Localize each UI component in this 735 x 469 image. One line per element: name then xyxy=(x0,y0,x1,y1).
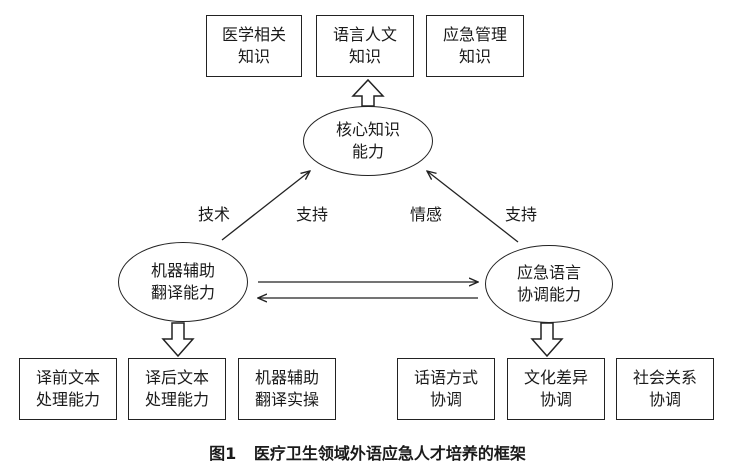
node-line1: 核心知识 xyxy=(335,120,400,139)
box-line2: 知识 xyxy=(458,47,491,66)
label-emotion: 情感 xyxy=(410,205,443,224)
label-support-right: 支持 xyxy=(505,205,538,224)
box-emergency-management-knowledge: 应急管理 知识 xyxy=(426,15,524,77)
hollow-arrow-down-left xyxy=(161,322,195,358)
box-line2: 协调 xyxy=(429,390,462,409)
box-line1: 机器辅助 xyxy=(254,368,319,387)
arrow-right-to-core xyxy=(427,171,519,243)
box-discourse-coordination: 话语方式 协调 xyxy=(397,358,495,420)
node-emergency-language-coordination: 应急语言 协调能力 xyxy=(485,245,613,323)
box-line1: 语言人文 xyxy=(332,25,397,44)
box-line1: 文化差异 xyxy=(523,368,588,387)
box-medical-knowledge: 医学相关 知识 xyxy=(206,15,302,77)
figure-caption: 图1 医疗卫生领域外语应急人才培养的框架 xyxy=(0,440,735,464)
node-line2: 协调能力 xyxy=(516,285,581,304)
box-line1: 应急管理 xyxy=(442,25,507,44)
box-line1: 译后文本 xyxy=(144,368,209,387)
box-line2: 知识 xyxy=(348,47,381,66)
node-line1: 机器辅助 xyxy=(150,261,215,280)
box-social-relation-coordination: 社会关系 协调 xyxy=(616,358,714,420)
node-machine-assisted-translation: 机器辅助 翻译能力 xyxy=(118,242,248,322)
label-support-left: 支持 xyxy=(296,205,329,224)
hollow-arrow-up xyxy=(351,78,385,107)
box-line2: 协调 xyxy=(648,390,681,409)
box-line1: 话语方式 xyxy=(413,368,478,387)
figure-title: 医疗卫生领域外语应急人才培养的框架 xyxy=(253,444,526,463)
node-line2: 能力 xyxy=(351,142,384,161)
node-line2: 翻译能力 xyxy=(150,283,215,302)
box-pre-translation: 译前文本 处理能力 xyxy=(19,358,117,420)
box-line2: 处理能力 xyxy=(35,390,100,409)
box-line1: 社会关系 xyxy=(632,368,697,387)
box-language-humanities-knowledge: 语言人文 知识 xyxy=(316,15,414,77)
node-line1: 应急语言 xyxy=(516,263,581,282)
box-line2: 翻译实操 xyxy=(254,390,319,409)
box-line2: 处理能力 xyxy=(144,390,209,409)
hollow-arrow-down-right xyxy=(530,322,564,358)
box-mt-practice: 机器辅助 翻译实操 xyxy=(238,358,336,420)
arrow-left-to-core xyxy=(221,171,310,241)
box-line2: 知识 xyxy=(237,47,270,66)
box-cultural-difference-coordination: 文化差异 协调 xyxy=(507,358,605,420)
figure-number: 图1 xyxy=(209,444,237,463)
node-core-knowledge: 核心知识 能力 xyxy=(303,106,433,176)
label-tech: 技术 xyxy=(198,205,231,224)
box-line1: 医学相关 xyxy=(221,25,286,44)
box-post-translation: 译后文本 处理能力 xyxy=(128,358,226,420)
box-line2: 协调 xyxy=(539,390,572,409)
box-line1: 译前文本 xyxy=(35,368,100,387)
